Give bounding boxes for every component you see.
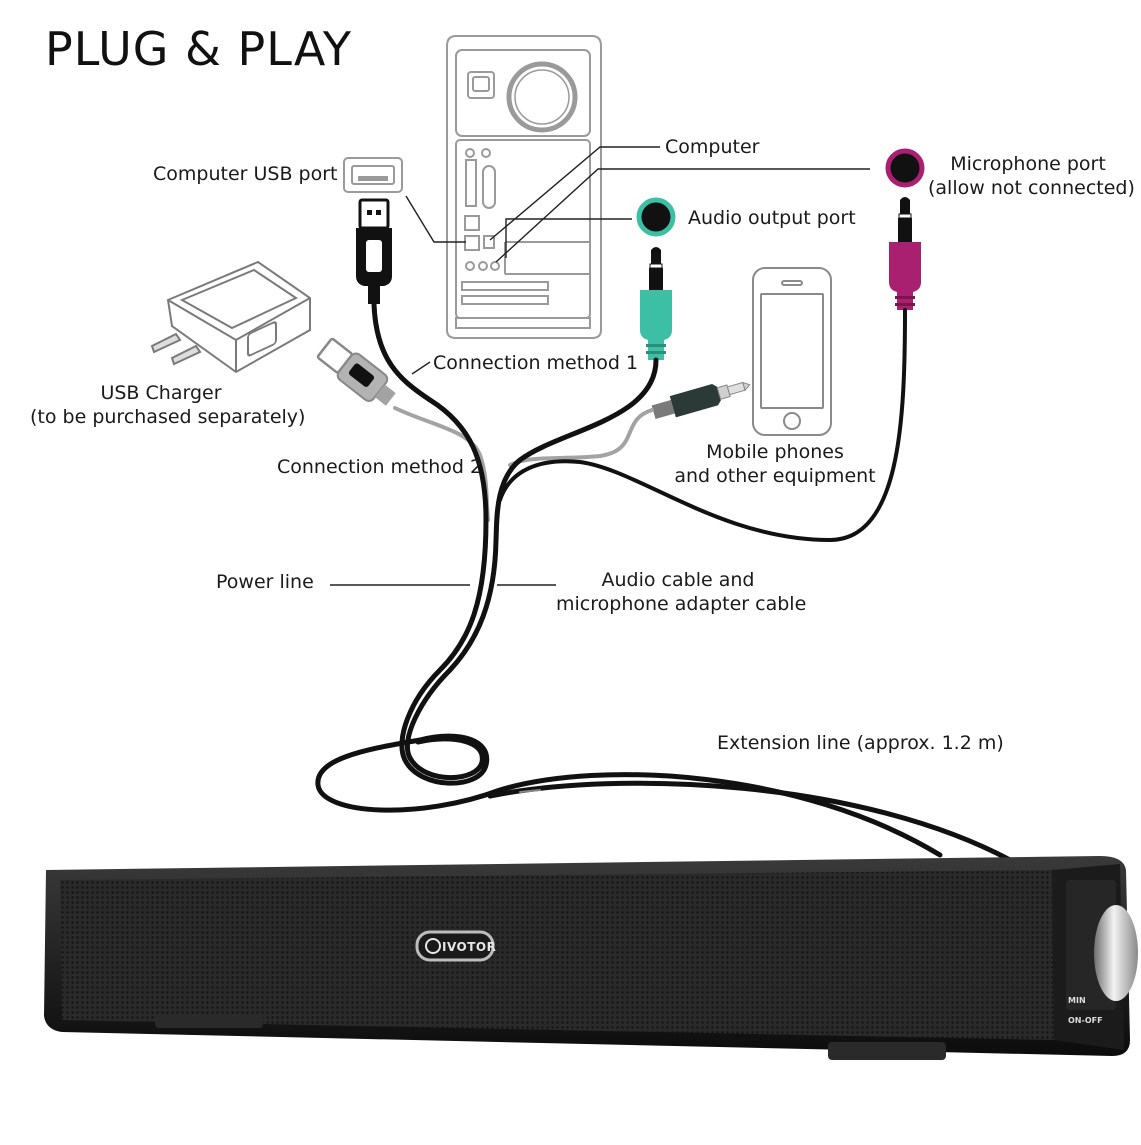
leader-lines: [330, 146, 870, 586]
knob-label-min: MIN: [1068, 996, 1086, 1005]
label-mobile-phones: Mobile phones and other equipment: [672, 440, 878, 488]
mic-plug-icon: [889, 197, 921, 310]
label-usb-charger-note: (to be purchased separately): [30, 406, 306, 428]
brand-badge: IVOTOR: [415, 930, 496, 962]
pc-tower-icon: [446, 35, 602, 339]
label-microphone-port: Microphone port (allow not connected): [928, 152, 1135, 200]
usb-charger-plug-icon: [316, 337, 396, 406]
audio-plug-icon: [640, 247, 672, 360]
label-connection-method-2: Connection method 2: [277, 456, 483, 478]
usb-charger-icon: [150, 260, 311, 374]
label-computer: Computer: [665, 136, 760, 158]
label-power-line: Power line: [216, 571, 314, 593]
label-mobile-phones-line2: and other equipment: [674, 465, 876, 487]
label-audio-cable-line1: Audio cable and: [601, 569, 755, 591]
usb-plug-icon: [356, 198, 392, 304]
label-audio-output-port: Audio output port: [688, 207, 856, 229]
volume-knob: [1094, 905, 1138, 1001]
label-microphone-port-title: Microphone port: [950, 153, 1106, 175]
page-title: PLUG & PLAY: [45, 22, 352, 76]
brand-logo-text: IVOTOR: [442, 940, 496, 954]
label-audio-cable: Audio cable and microphone adapter cable: [556, 568, 807, 616]
cables: [315, 301, 1013, 863]
phone-jack-plug-icon: [651, 381, 751, 419]
label-usb-charger-title: USB Charger: [100, 382, 222, 404]
label-audio-cable-line2: microphone adapter cable: [556, 593, 807, 615]
label-microphone-port-note: (allow not connected): [928, 177, 1135, 199]
microphone-port-icon: [885, 148, 925, 188]
label-extension-line: Extension line (approx. 1.2 m): [717, 732, 1004, 754]
speaker-bar-icon: MIN ON-OFF IVOTOR: [44, 856, 1138, 1060]
label-mobile-phones-line1: Mobile phones: [706, 441, 844, 463]
phone-icon: [752, 267, 832, 436]
label-usb-charger: USB Charger (to be purchased separately): [30, 381, 306, 429]
label-computer-usb-port: Computer USB port: [153, 163, 338, 185]
usb-port-icon: [343, 157, 403, 193]
label-connection-method-1: Connection method 1: [433, 352, 639, 374]
knob-label-onoff: ON-OFF: [1068, 1016, 1103, 1025]
audio-output-port-icon: [636, 197, 676, 237]
